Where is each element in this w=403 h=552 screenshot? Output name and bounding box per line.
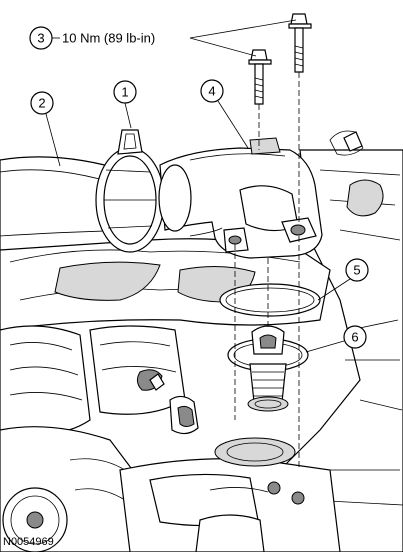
hose-clamp bbox=[95, 129, 165, 253]
callout-1: 1 bbox=[113, 80, 137, 104]
bolt-right bbox=[288, 13, 312, 73]
thermostat-housing bbox=[158, 137, 323, 259]
callout-5: 5 bbox=[345, 258, 369, 282]
bolt-left bbox=[248, 49, 272, 105]
callout-4-number: 4 bbox=[208, 84, 215, 99]
callout-4: 4 bbox=[200, 79, 224, 103]
callout-5-number: 5 bbox=[353, 263, 360, 278]
callout-6-number: 6 bbox=[351, 330, 358, 345]
callout-2: 2 bbox=[30, 91, 54, 115]
callout-3-number: 3 bbox=[37, 31, 44, 46]
callout-3: 3 bbox=[29, 26, 53, 50]
alignment-lines bbox=[234, 72, 300, 470]
torque-spec: 10 Nm (89 lb-in) bbox=[62, 31, 155, 46]
callout-1-number: 1 bbox=[121, 85, 128, 100]
thermostat bbox=[227, 325, 309, 412]
callout-leaders bbox=[45, 19, 351, 353]
figure-id: N0054969 bbox=[3, 536, 54, 548]
o-ring-seal bbox=[219, 283, 321, 317]
callout-2-number: 2 bbox=[38, 96, 45, 111]
callout-6: 6 bbox=[343, 325, 367, 349]
